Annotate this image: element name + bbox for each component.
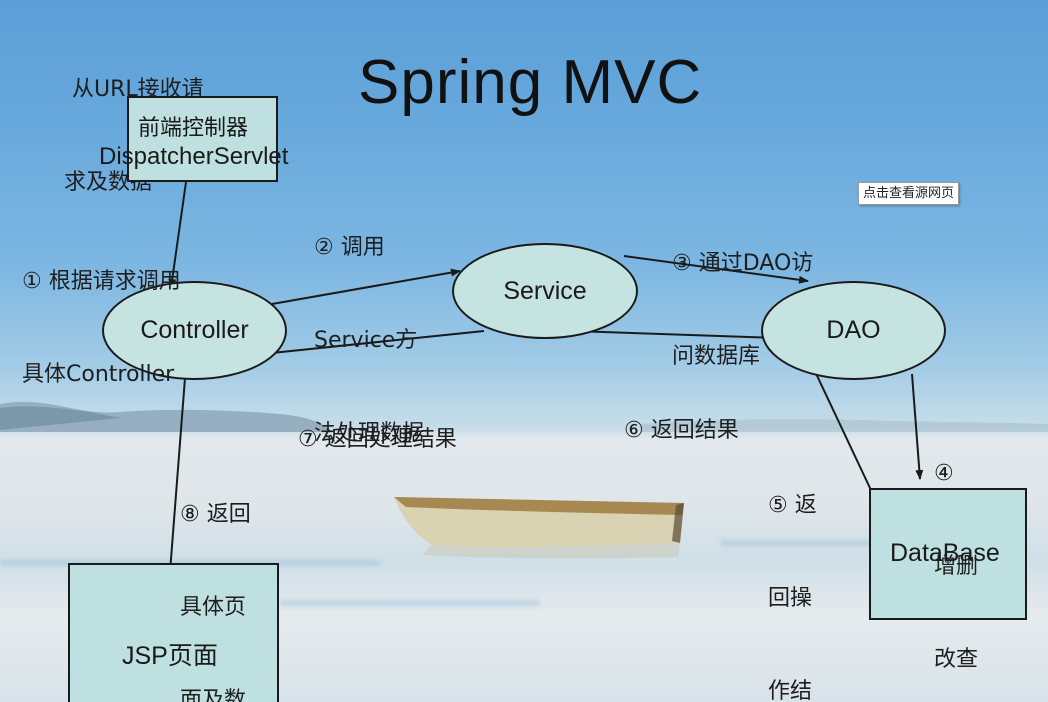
step-number: ④ (934, 461, 954, 486)
step-2-label: ② 调用 Service方 法处理数据 (314, 235, 425, 446)
step-8-label: ⑧ 返回 具体页 面及数 据 (180, 502, 251, 702)
step-3-label: ③ 通过DAO访 问数据库 (672, 251, 814, 369)
step-number: ① (22, 269, 42, 294)
dao-node[interactable]: DAO (761, 281, 946, 380)
step-5-label: ⑤ 返 回操 作结 果 (768, 493, 817, 702)
step-number: ③ (672, 251, 692, 276)
dispatcher-title: 前端控制器 (138, 116, 249, 141)
step-number: ⑥ (624, 418, 644, 443)
jsp-page-label: JSP页面 (122, 642, 218, 670)
controller-label: Controller (140, 316, 249, 344)
water-reflection (280, 600, 540, 606)
step-4-label: ④ 增删 改查 (934, 396, 978, 702)
water-reflection (720, 540, 880, 546)
view-source-page-link[interactable]: 点击查看源网页 (858, 182, 960, 205)
service-node[interactable]: Service (452, 243, 638, 339)
database-box[interactable] (869, 488, 1027, 620)
dispatcher-servlet-box[interactable] (127, 96, 278, 182)
boat-image (394, 497, 684, 559)
step-1-label: ① 根据请求调用 具体Controller (22, 269, 181, 387)
step-7-label: ⑦ 返回处理结果 (298, 427, 457, 452)
controller-node[interactable]: Controller (102, 281, 287, 380)
page-title: Spring MVC (358, 48, 703, 117)
step-number: ⑦ (298, 427, 318, 452)
service-label: Service (503, 276, 587, 305)
step-number: ⑧ (180, 502, 200, 527)
step-6-label: ⑥ 返回结果 (624, 418, 739, 443)
jsp-page-box[interactable] (68, 563, 279, 702)
step-number: ② (314, 235, 334, 260)
database-label: DataBase (890, 539, 1000, 567)
dispatcher-servlet-label: DispatcherServlet (99, 143, 289, 170)
step-number: ⑤ (768, 493, 788, 518)
dao-label: DAO (826, 316, 881, 344)
